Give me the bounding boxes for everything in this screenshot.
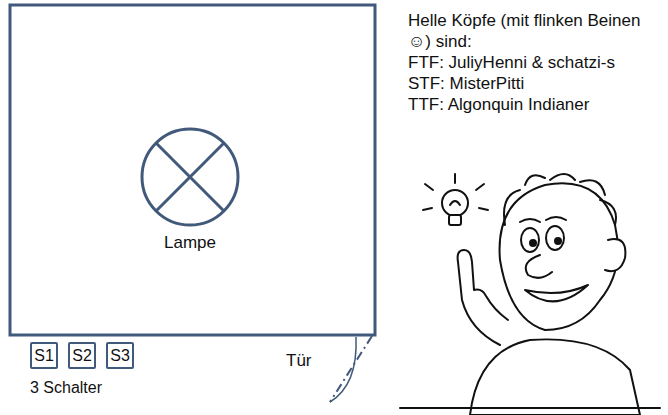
note-text: STF: MisterPitti — [408, 73, 524, 94]
switch-box: S1 — [30, 342, 58, 369]
door-leaf — [330, 336, 372, 402]
lamp-circle — [140, 127, 240, 227]
lamp-symbol: Lampe — [138, 127, 242, 253]
switch-label: S3 — [110, 347, 130, 365]
note-text: Helle Köpfe (mit flinken Beinen☺) sind: — [408, 10, 648, 52]
plan-label: Tür — [286, 350, 312, 371]
note-text: TTF: Algonquin Indianer — [408, 94, 589, 115]
note-text: FTF: JuliyHenni & schatzi-s — [408, 52, 615, 73]
plan-label: 3 Schalter — [30, 377, 102, 398]
switch-label: S2 — [72, 347, 92, 365]
lamp-label: Lampe — [138, 233, 242, 253]
door-swing — [330, 337, 356, 402]
switch-box: S2 — [68, 342, 96, 369]
room-wall — [10, 5, 375, 335]
switch-label: S1 — [34, 347, 54, 365]
switch-box: S3 — [106, 342, 134, 369]
